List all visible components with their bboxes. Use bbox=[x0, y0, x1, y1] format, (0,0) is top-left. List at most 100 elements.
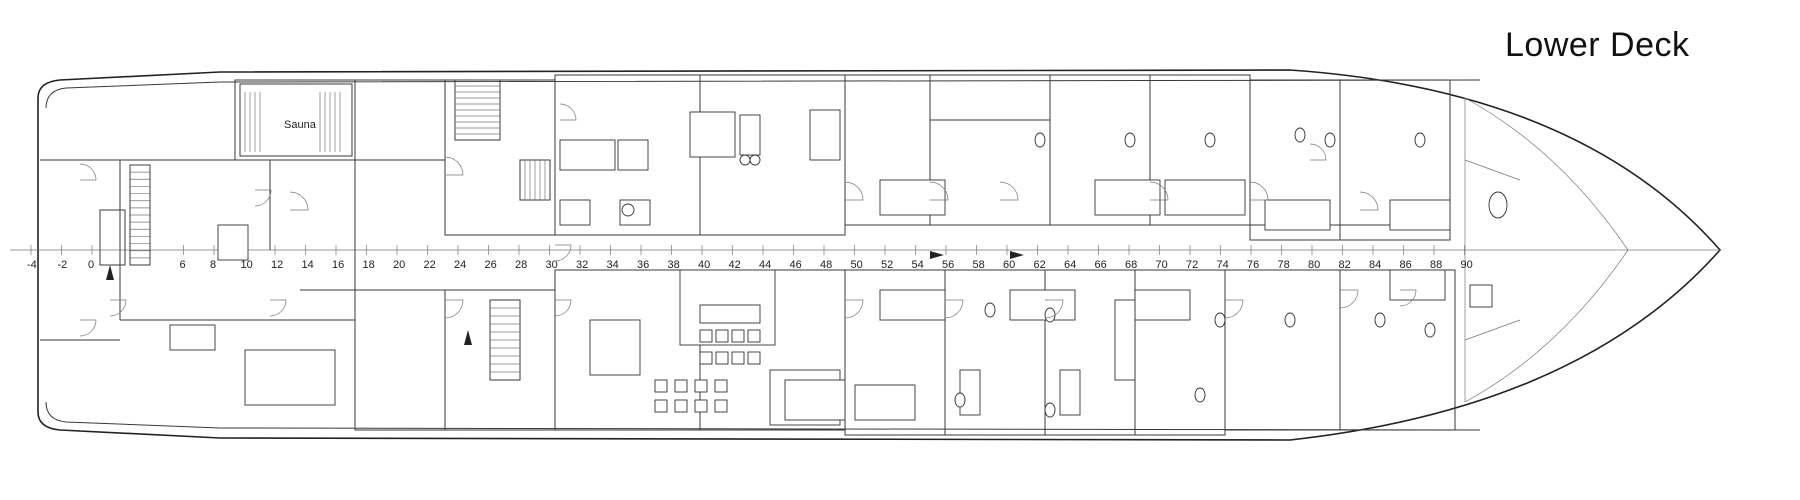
door-swing bbox=[254, 189, 272, 207]
toilet bbox=[1414, 132, 1426, 148]
frame-label: 88 bbox=[1430, 259, 1442, 271]
sauna-label: Sauna bbox=[284, 119, 317, 131]
toilet bbox=[1424, 322, 1436, 338]
frame-label: 30 bbox=[546, 259, 558, 271]
frame-label: 44 bbox=[759, 259, 771, 271]
frame-label: 16 bbox=[332, 259, 344, 271]
toilet bbox=[1194, 387, 1206, 403]
toilet bbox=[1034, 132, 1046, 148]
frame-label: 52 bbox=[881, 259, 893, 271]
frame-label: 14 bbox=[302, 259, 314, 271]
door-swing bbox=[559, 103, 577, 121]
frame-label: 68 bbox=[1125, 259, 1137, 271]
frame-label: 12 bbox=[271, 259, 283, 271]
frame-label: 28 bbox=[515, 259, 527, 271]
galley bbox=[559, 109, 841, 226]
door-swing bbox=[79, 319, 97, 337]
chair bbox=[654, 399, 668, 413]
toilet bbox=[1374, 312, 1386, 328]
frame-label: 58 bbox=[973, 259, 985, 271]
chair bbox=[731, 351, 745, 365]
door-swing bbox=[444, 299, 464, 319]
frame-label: 72 bbox=[1186, 259, 1198, 271]
toilet bbox=[1284, 312, 1296, 328]
frame-label: 76 bbox=[1247, 259, 1259, 271]
bow-area bbox=[1464, 159, 1521, 341]
frame-label: 40 bbox=[698, 259, 710, 271]
door-swing bbox=[929, 181, 949, 201]
chair bbox=[747, 351, 761, 365]
sauna-room: Sauna bbox=[239, 83, 353, 157]
frame-label: 32 bbox=[576, 259, 588, 271]
door-swing bbox=[79, 163, 97, 181]
toilet bbox=[1294, 127, 1306, 143]
toilet bbox=[984, 302, 996, 318]
doors bbox=[79, 103, 1417, 337]
door-swing bbox=[1149, 181, 1169, 201]
frame-label: 62 bbox=[1034, 259, 1046, 271]
frame-label: 54 bbox=[912, 259, 924, 271]
frame-label: 38 bbox=[668, 259, 680, 271]
door-swing bbox=[109, 299, 127, 317]
chair bbox=[715, 351, 729, 365]
frame-label: 74 bbox=[1217, 259, 1229, 271]
door-swing bbox=[1044, 299, 1064, 319]
toilet bbox=[1044, 402, 1056, 418]
chair bbox=[731, 329, 745, 343]
door-swing bbox=[944, 299, 964, 319]
door-swing bbox=[1224, 299, 1244, 319]
deck-title: Lower Deck bbox=[1505, 26, 1690, 64]
frame-label: 24 bbox=[454, 259, 466, 271]
frame-label: 86 bbox=[1400, 259, 1412, 271]
door-swing bbox=[289, 191, 309, 211]
frame-label: 78 bbox=[1278, 259, 1290, 271]
frame-label: 36 bbox=[637, 259, 649, 271]
frame-label: 60 bbox=[1003, 259, 1015, 271]
frame-label: 48 bbox=[820, 259, 832, 271]
frame-label: 10 bbox=[241, 259, 253, 271]
frame-label: 26 bbox=[485, 259, 497, 271]
door-swing bbox=[444, 156, 464, 176]
aft-area bbox=[40, 159, 1024, 406]
chair bbox=[714, 379, 728, 393]
toilet bbox=[1324, 132, 1336, 148]
chair bbox=[674, 379, 688, 393]
door-swing bbox=[999, 181, 1019, 201]
cabins bbox=[784, 127, 1451, 421]
door-swing bbox=[844, 299, 864, 319]
frame-label: 70 bbox=[1156, 259, 1168, 271]
frame-label: 34 bbox=[607, 259, 619, 271]
chair bbox=[699, 351, 713, 365]
frame-label: -2 bbox=[58, 259, 68, 271]
frame-label: 80 bbox=[1308, 259, 1320, 271]
frame-label: 0 bbox=[88, 259, 94, 271]
toilet bbox=[1204, 132, 1216, 148]
door-swing bbox=[1399, 289, 1417, 307]
frame-label: 82 bbox=[1339, 259, 1351, 271]
frame-label: 50 bbox=[851, 259, 863, 271]
frame-label: 22 bbox=[424, 259, 436, 271]
chair bbox=[694, 379, 708, 393]
frame-label: 46 bbox=[790, 259, 802, 271]
frame-label: 42 bbox=[729, 259, 741, 271]
chair bbox=[699, 329, 713, 343]
toilet bbox=[1044, 307, 1056, 323]
chair bbox=[654, 379, 668, 393]
door-swing bbox=[1359, 191, 1379, 211]
toilet bbox=[1124, 132, 1136, 148]
chair bbox=[674, 399, 688, 413]
door-swing bbox=[269, 299, 287, 317]
door-swing bbox=[1249, 181, 1269, 201]
frame-label: 90 bbox=[1461, 259, 1473, 271]
frame-label: 6 bbox=[180, 259, 186, 271]
frame-label: 64 bbox=[1064, 259, 1076, 271]
frame-label: 18 bbox=[363, 259, 375, 271]
frame-label: 66 bbox=[1095, 259, 1107, 271]
door-swing bbox=[554, 299, 572, 317]
door-swing bbox=[554, 244, 572, 262]
frame-label: 8 bbox=[210, 259, 216, 271]
frame-label: -4 bbox=[27, 259, 37, 271]
chair bbox=[694, 399, 708, 413]
